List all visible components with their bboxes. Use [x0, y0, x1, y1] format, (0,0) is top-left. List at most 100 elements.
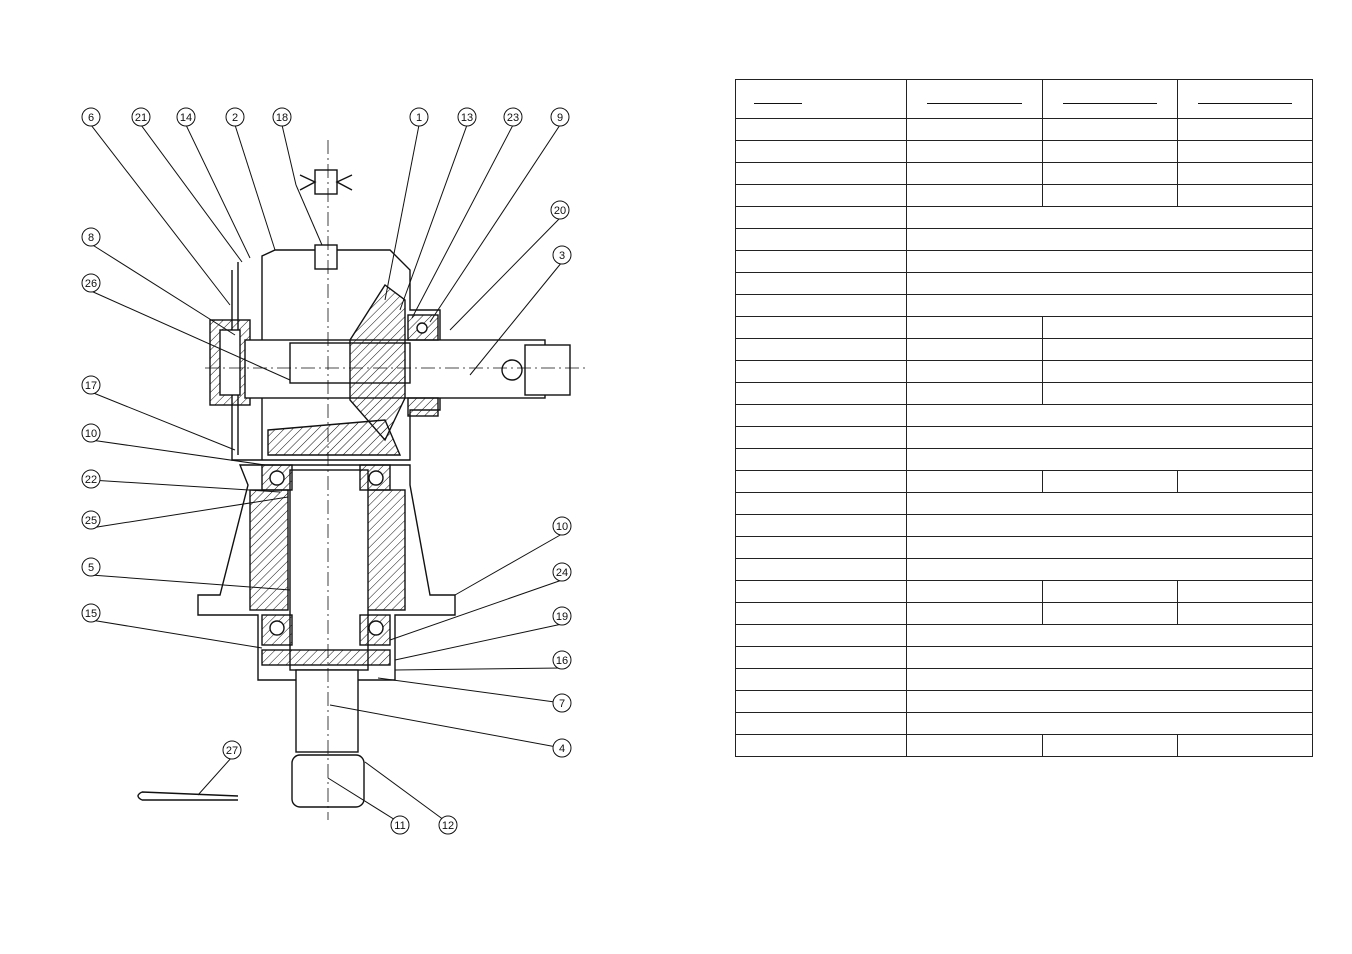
parts-table-body [735, 79, 1313, 757]
table-row [735, 602, 1313, 625]
svg-text:23: 23 [507, 112, 519, 124]
table-cell [735, 470, 907, 493]
svg-text:16: 16 [556, 655, 568, 667]
table-cell [1042, 140, 1178, 163]
table-cell [735, 338, 907, 361]
table-cell [906, 404, 1313, 427]
svg-text:24: 24 [556, 567, 568, 579]
table-row [735, 426, 1313, 449]
callout-3: 3 [552, 245, 572, 265]
table-cell [906, 580, 1043, 603]
callout-17: 17 [81, 375, 101, 395]
table-cell [906, 492, 1313, 515]
svg-text:7: 7 [559, 698, 565, 710]
svg-text:27: 27 [226, 745, 238, 757]
svg-text:18: 18 [276, 112, 288, 124]
callout-4: 4 [552, 738, 572, 758]
svg-text:2: 2 [232, 112, 238, 124]
table-cell [1042, 734, 1178, 757]
table-cell [1042, 382, 1313, 405]
table-cell [1042, 580, 1178, 603]
callout-10b: 10 [552, 516, 572, 536]
table-cell [906, 448, 1313, 471]
callout-24: 24 [552, 562, 572, 582]
table-cell [735, 382, 907, 405]
table-row [735, 272, 1313, 295]
table-cell [735, 602, 907, 625]
callout-10: 10 [81, 423, 101, 443]
table-cell [906, 426, 1313, 449]
callout-8: 8 [81, 227, 101, 247]
callout-27: 27 [222, 740, 242, 760]
callout-18: 18 [272, 107, 292, 127]
table-cell [906, 624, 1313, 647]
callout-9: 9 [550, 107, 570, 127]
table-row [735, 690, 1313, 713]
table-row [735, 184, 1313, 207]
table-cell [735, 228, 907, 251]
table-row [735, 382, 1313, 405]
callout-7: 7 [552, 693, 572, 713]
svg-text:25: 25 [85, 515, 97, 527]
table-cell [735, 668, 907, 691]
callout-5: 5 [81, 557, 101, 577]
table-cell [1177, 162, 1313, 185]
svg-text:17: 17 [85, 380, 97, 392]
table-row [735, 338, 1313, 361]
table-row [735, 140, 1313, 163]
table-row [735, 734, 1313, 757]
table-cell [906, 206, 1313, 229]
svg-text:13: 13 [461, 112, 473, 124]
table-cell [1042, 184, 1178, 207]
table-row [735, 536, 1313, 559]
table-cell [735, 250, 907, 273]
header-cell [1042, 79, 1178, 119]
table-cell [1042, 118, 1178, 141]
table-row [735, 514, 1313, 537]
table-cell [1177, 734, 1313, 757]
callout-1: 1 [409, 107, 429, 127]
table-cell [906, 558, 1313, 581]
table-row [735, 228, 1313, 251]
table-row [735, 470, 1313, 493]
table-cell [906, 360, 1043, 383]
svg-text:4: 4 [559, 743, 565, 755]
table-cell [735, 206, 907, 229]
callout-26: 26 [81, 273, 101, 293]
table-cell [906, 470, 1043, 493]
table-cell [906, 316, 1043, 339]
output-shaft-end [295, 669, 359, 753]
table-cell [735, 580, 907, 603]
table-row [735, 558, 1313, 581]
table-row [735, 404, 1313, 427]
table-row [735, 250, 1313, 273]
split-pin [137, 791, 239, 801]
callout-20: 20 [550, 200, 570, 220]
table-cell [735, 316, 907, 339]
table-cell [735, 118, 907, 141]
table-cell [906, 140, 1043, 163]
table-cell [735, 514, 907, 537]
table-row [735, 206, 1313, 229]
vent-plug-detail [314, 169, 338, 195]
svg-text:22: 22 [85, 474, 97, 486]
callout-21: 21 [131, 107, 151, 127]
table-cell [735, 712, 907, 735]
crown-gear [267, 419, 402, 456]
table-cell [735, 184, 907, 207]
svg-text:15: 15 [85, 608, 97, 620]
gearbox-exploded-drawing: 6 21 14 2 18 1 13 23 9 20 3 8 26 17 10 2… [81, 107, 585, 835]
table-cell [1177, 184, 1313, 207]
table-cell [906, 338, 1043, 361]
table-cell [906, 646, 1313, 669]
callout-6: 6 [81, 107, 101, 127]
table-cell [906, 514, 1313, 537]
table-cell [906, 734, 1043, 757]
table-cell [1177, 580, 1313, 603]
table-cell [906, 272, 1313, 295]
svg-text:12: 12 [442, 820, 454, 832]
callout-23: 23 [503, 107, 523, 127]
table-row [735, 624, 1313, 647]
callout-19: 19 [552, 606, 572, 626]
table-cell [906, 118, 1043, 141]
